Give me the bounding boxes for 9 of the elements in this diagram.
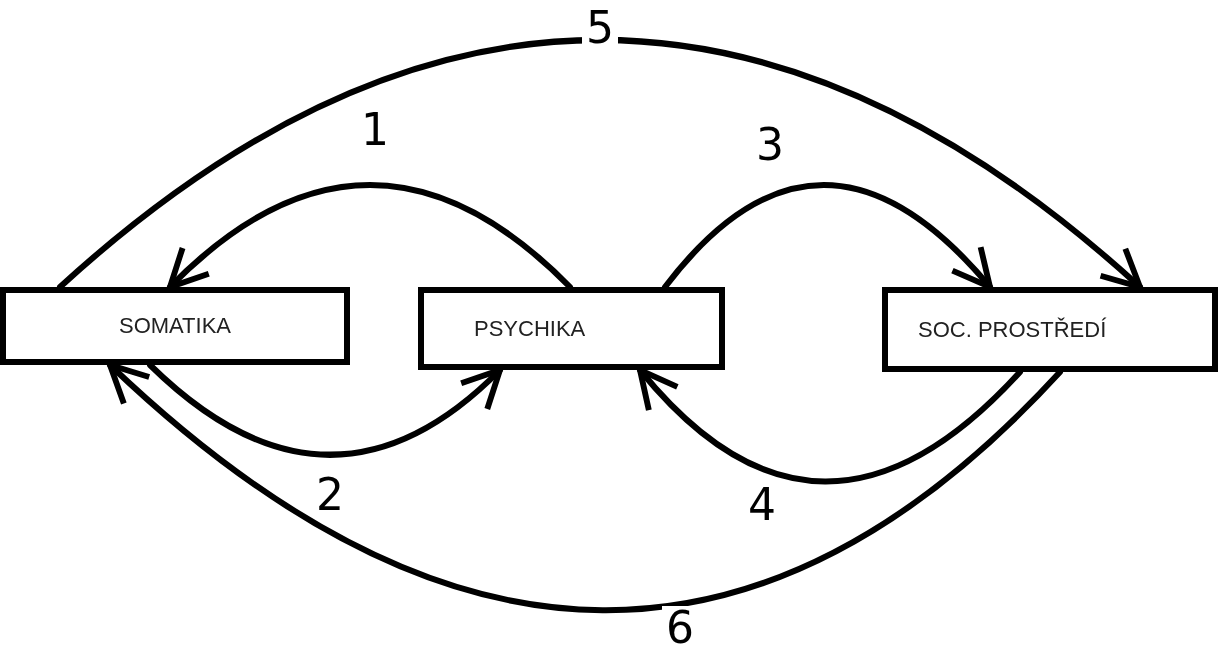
process-box [418, 287, 725, 370]
process-box [882, 287, 1218, 372]
box-label: PSYCHIKA [474, 315, 586, 342]
box-label: SOC. PROSTŘEDÍ [918, 316, 1107, 343]
arrow [167, 182, 573, 290]
box-label: SOMATIKA [118, 313, 232, 339]
arrow [57, 37, 1143, 290]
arrow [662, 182, 993, 290]
process-box [0, 287, 350, 365]
